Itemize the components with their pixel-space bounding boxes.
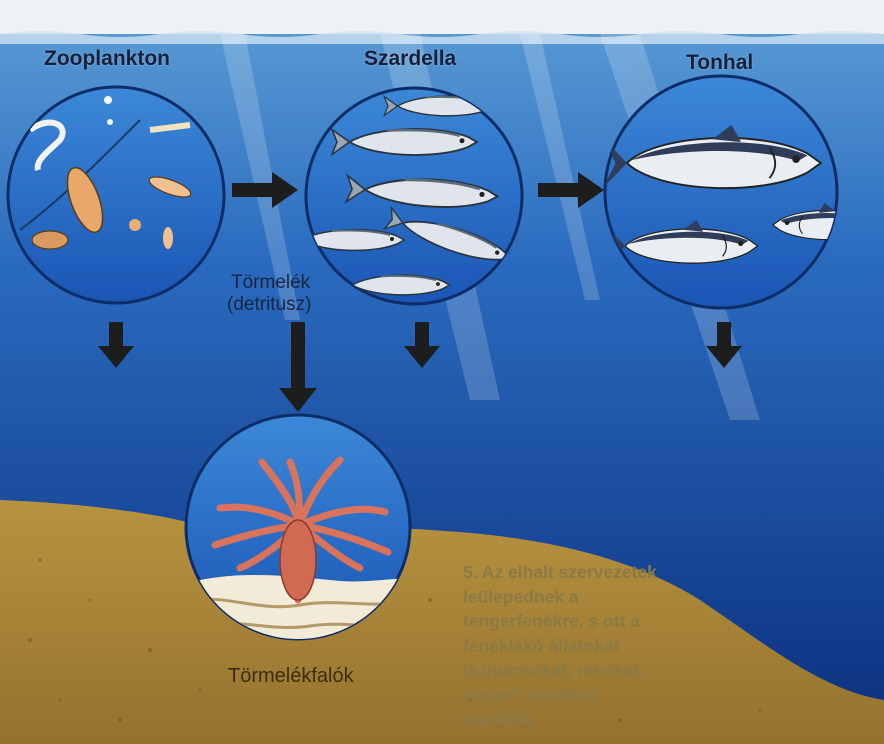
anchovy-label: Szardella — [364, 47, 456, 71]
zooplankton-label: Zooplankton — [44, 47, 170, 71]
caption-text: 5. Az elhalt szervezetek leülepednek a t… — [463, 560, 763, 732]
detritus-label-line2: (detritusz) — [227, 294, 311, 316]
sea-surface — [0, 0, 884, 34]
zooplankton-circle — [8, 87, 224, 303]
caption-line: fenéklakó állatokat — [463, 634, 763, 659]
caption-line: tengerfenékre, s ott a — [463, 609, 763, 634]
caption-line: tengeri sünöket) — [463, 683, 763, 708]
caption-line: táplálják. — [463, 707, 763, 732]
caption-line: 5. Az elhalt szervezetek — [463, 560, 763, 585]
detritivores-label: Törmelékfalók — [228, 665, 354, 688]
caption-line: leülepednek a — [463, 585, 763, 610]
detritus-label-line1: Törmelék — [231, 272, 310, 294]
caption-line: (szivacsokat, rákokat, — [463, 658, 763, 683]
tuna-label: Tonhal — [686, 51, 753, 75]
